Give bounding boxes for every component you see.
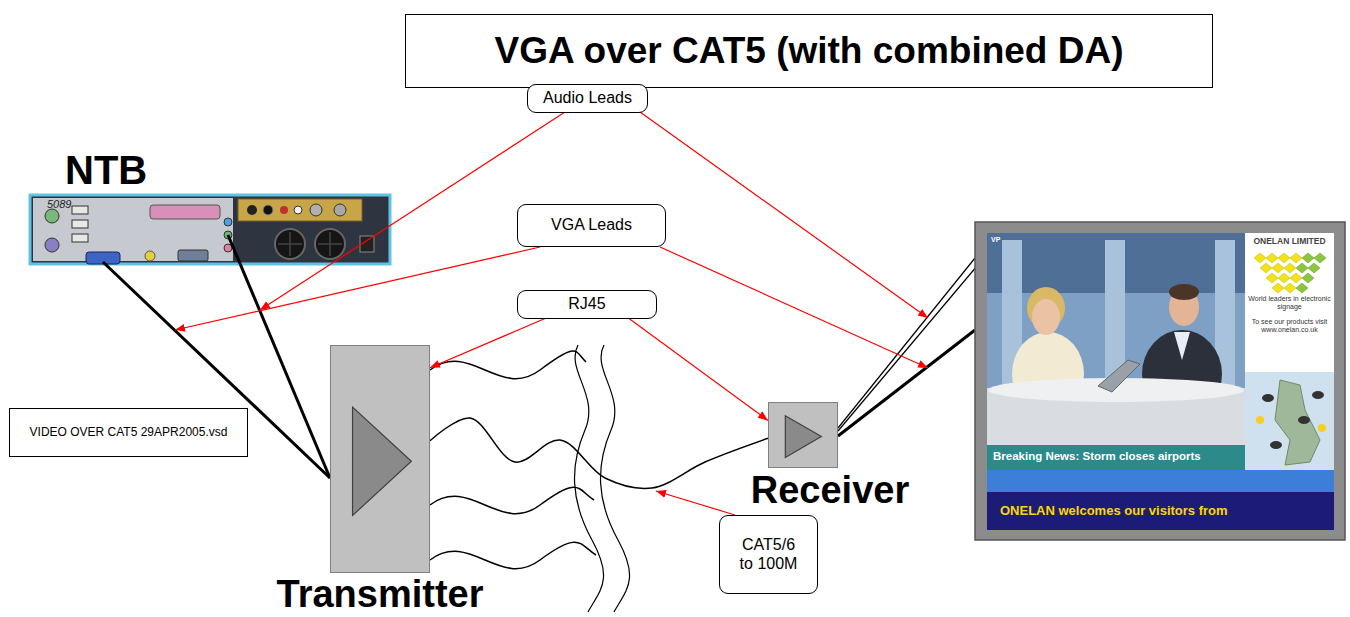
callout-box: Audio Leads	[527, 84, 648, 113]
card-jack	[280, 206, 288, 214]
weather-clouds	[1262, 391, 1324, 449]
block-heading: Receiver	[751, 471, 909, 509]
transmitter-box: Transmitter	[330, 345, 430, 573]
screen-text: World leaders in electronic signage	[1247, 295, 1332, 311]
amplifier-triangle	[353, 407, 412, 515]
screen-text: VP	[991, 236, 1000, 243]
logo-diamonds	[1254, 253, 1302, 293]
cat5-cable	[430, 351, 586, 379]
handwritten-number: 5089	[47, 199, 71, 210]
block-heading: Transmitter	[277, 575, 484, 613]
cat5-cable	[430, 542, 596, 568]
weather-map	[1245, 372, 1334, 470]
bnc-jack	[334, 204, 346, 216]
presenter-shirt	[1174, 332, 1190, 360]
video-port	[145, 251, 155, 261]
callout-text: CAT5/6 to 100M	[736, 536, 802, 573]
callout-arrow	[640, 112, 928, 318]
screen-text: Breaking News: Storm closes airports	[993, 450, 1201, 464]
monitor	[975, 222, 1345, 540]
callout-arrow	[629, 319, 768, 421]
amplifier-symbol	[769, 403, 837, 467]
usb-port	[72, 234, 88, 242]
callout-arrow	[656, 491, 735, 515]
usb-port	[72, 220, 88, 228]
ps2-port	[45, 238, 59, 252]
pc-back-panel	[30, 195, 390, 264]
expansion-card	[238, 199, 362, 221]
weather-suns	[1256, 416, 1326, 432]
card-jack	[294, 206, 302, 214]
logo-diamonds	[1296, 253, 1326, 293]
info-panel	[1245, 233, 1334, 372]
callout-text: Audio Leads	[543, 89, 632, 107]
title-text: VGA over CAT5 (with combined DA)	[494, 31, 1123, 72]
callout-arrow	[175, 247, 540, 330]
screen-text: ONELAN welcomes our visitors from	[1000, 503, 1228, 519]
studio-background	[987, 233, 1245, 445]
cat5-cable	[430, 418, 768, 489]
ps2-port	[45, 209, 59, 223]
callout-text: VGA Leads	[551, 216, 632, 234]
news-ticker-bar	[987, 445, 1245, 470]
file-name-box: VIDEO OVER CAT5 29APR2005.vsd	[9, 408, 248, 457]
usb-port	[72, 206, 88, 214]
callout-text: VIDEO OVER CAT5 29APR2005.vsd	[30, 425, 228, 439]
audio-jack	[224, 218, 232, 226]
callout-arrow	[660, 247, 928, 368]
screen-text: To see our products visit www.onelan.co.…	[1247, 318, 1332, 334]
card-jack	[247, 205, 257, 215]
amplifier-triangle	[785, 416, 821, 458]
screen	[987, 233, 1334, 530]
callout-text: RJ45	[568, 295, 605, 313]
card-jack	[263, 205, 273, 215]
callout-arrow	[430, 319, 545, 368]
parallel-port	[150, 205, 220, 219]
audio-lead	[838, 266, 977, 431]
vga-lead	[838, 330, 975, 436]
panel-frame	[30, 195, 390, 264]
callout-box: VGA Leads	[517, 204, 666, 247]
laptop	[1098, 360, 1140, 392]
amplifier-symbol	[331, 346, 429, 572]
connectors	[430, 319, 768, 489]
callout-box: RJ45	[517, 290, 657, 319]
title-box: VGA over CAT5 (with combined DA)	[405, 14, 1213, 88]
crawl-bar	[987, 492, 1334, 530]
monitor-frame	[975, 222, 1345, 540]
device-label: NTB	[65, 150, 147, 190]
blue-bar	[987, 470, 1334, 492]
io-plate	[33, 198, 233, 261]
cat5-cable	[430, 487, 594, 513]
receiver-box: Receiver	[768, 402, 838, 468]
presenter-hair	[1169, 284, 1199, 300]
presenter-head	[1032, 299, 1060, 335]
fan-guard	[278, 232, 342, 256]
break-line	[575, 345, 604, 612]
bnc-jack	[310, 204, 322, 216]
callout-box: CAT5/6 to 100M	[719, 515, 818, 594]
serial-port	[178, 250, 208, 261]
audio-lead	[838, 258, 975, 428]
screen-text: ONELAN LIMITED	[1245, 237, 1334, 246]
